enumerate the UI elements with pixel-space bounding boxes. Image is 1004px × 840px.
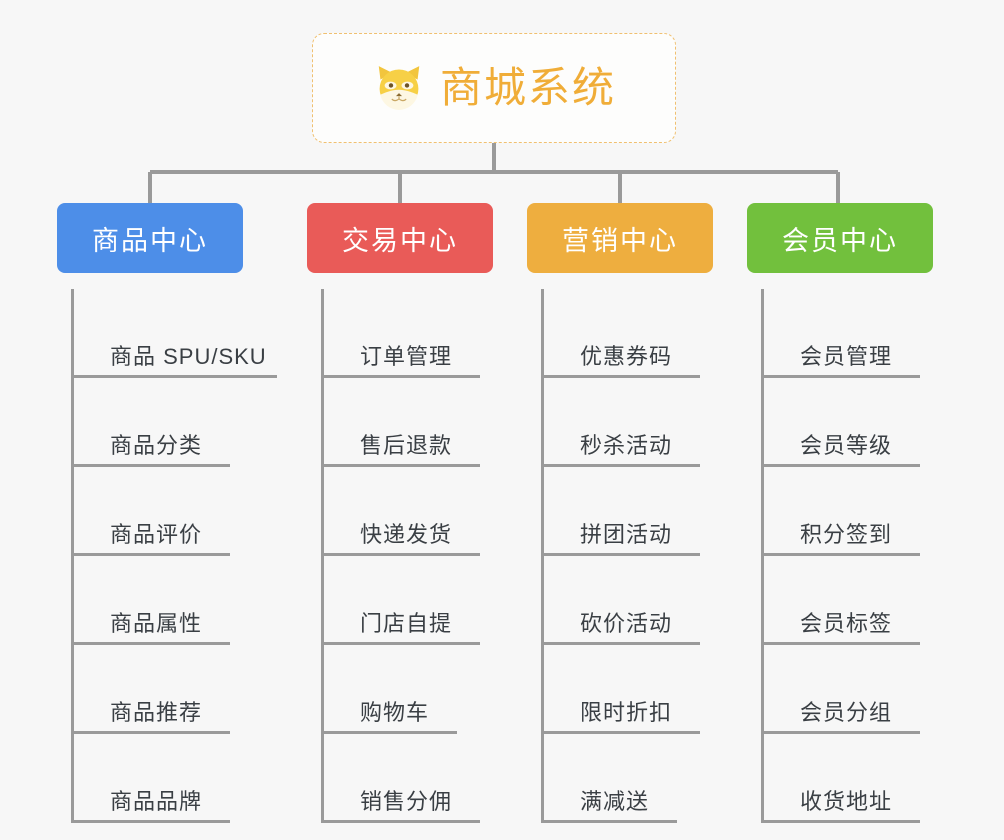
leaf-list-marketing: 优惠券码 秒杀活动 拼团活动 砍价活动 限时折扣 满减送 — [541, 289, 727, 823]
leaf-label: 优惠券码 — [544, 344, 701, 378]
list-item[interactable]: 优惠券码 — [544, 289, 727, 378]
list-item[interactable]: 限时折扣 — [544, 645, 727, 734]
list-item[interactable]: 收货地址 — [764, 734, 947, 823]
leaf-label: 会员管理 — [764, 344, 921, 378]
category-label-product: 商品中心 — [92, 225, 208, 256]
leaf-label: 门店自提 — [324, 611, 481, 645]
leaf-label: 砍价活动 — [544, 611, 701, 645]
category-column-member: 会员中心 会员管理 会员等级 积分签到 会员标签 会员分组 收货地址 — [747, 203, 947, 823]
category-column-marketing: 营销中心 优惠券码 秒杀活动 拼团活动 砍价活动 限时折扣 满减送 — [527, 203, 727, 823]
category-column-trade: 交易中心 订单管理 售后退款 快递发货 门店自提 购物车 销售分佣 — [307, 203, 507, 823]
root-node-shop-system[interactable]: 商城系统 — [312, 33, 676, 143]
category-column-product: 商品中心 商品 SPU/SKU 商品分类 商品评价 商品属性 商品推荐 商品品牌 — [57, 203, 277, 823]
list-item[interactable]: 拼团活动 — [544, 467, 727, 556]
category-box-product[interactable]: 商品中心 — [57, 203, 243, 273]
list-item[interactable]: 销售分佣 — [324, 734, 507, 823]
leaf-label: 售后退款 — [324, 433, 481, 467]
leaf-list-product: 商品 SPU/SKU 商品分类 商品评价 商品属性 商品推荐 商品品牌 — [71, 289, 277, 823]
leaf-label: 商品评价 — [74, 522, 231, 556]
list-item[interactable]: 商品评价 — [74, 467, 257, 556]
leaf-list-member: 会员管理 会员等级 积分签到 会员标签 会员分组 收货地址 — [761, 289, 947, 823]
list-item[interactable]: 会员管理 — [764, 289, 947, 378]
list-item[interactable]: 秒杀活动 — [544, 378, 727, 467]
leaf-label: 满减送 — [544, 789, 678, 823]
root-node-label: 商城系统 — [439, 64, 616, 111]
list-item[interactable]: 会员标签 — [764, 556, 947, 645]
list-item[interactable]: 积分签到 — [764, 467, 947, 556]
leaf-label: 拼团活动 — [544, 522, 701, 556]
leaf-label: 限时折扣 — [544, 700, 701, 734]
leaf-label: 商品 SPU/SKU — [74, 344, 277, 378]
list-item[interactable]: 商品品牌 — [74, 734, 257, 823]
leaf-label: 积分签到 — [764, 522, 921, 556]
category-box-marketing[interactable]: 营销中心 — [527, 203, 713, 273]
leaf-label: 会员标签 — [764, 611, 921, 645]
leaf-label: 快递发货 — [324, 522, 481, 556]
leaf-label: 会员等级 — [764, 433, 921, 467]
list-item[interactable]: 商品分类 — [74, 378, 257, 467]
list-item[interactable]: 商品 SPU/SKU — [74, 289, 277, 378]
list-item[interactable]: 快递发货 — [324, 467, 507, 556]
category-label-marketing: 营销中心 — [562, 225, 678, 256]
leaf-label: 商品分类 — [74, 433, 231, 467]
category-label-member: 会员中心 — [782, 225, 898, 256]
category-box-member[interactable]: 会员中心 — [747, 203, 933, 273]
leaf-label: 商品属性 — [74, 611, 231, 645]
leaf-label: 收货地址 — [764, 789, 921, 823]
list-item[interactable]: 商品属性 — [74, 556, 257, 645]
leaf-label: 销售分佣 — [324, 789, 481, 823]
list-item[interactable]: 购物车 — [324, 645, 507, 734]
leaf-label: 购物车 — [324, 700, 458, 734]
category-label-trade: 交易中心 — [342, 225, 458, 256]
list-item[interactable]: 会员等级 — [764, 378, 947, 467]
shiba-dog-face-icon — [378, 66, 420, 110]
list-item[interactable]: 满减送 — [544, 734, 727, 823]
leaf-label: 商品品牌 — [74, 789, 231, 823]
list-item[interactable]: 售后退款 — [324, 378, 507, 467]
list-item[interactable]: 会员分组 — [764, 645, 947, 734]
leaf-label: 会员分组 — [764, 700, 921, 734]
leaf-label: 订单管理 — [324, 344, 481, 378]
category-box-trade[interactable]: 交易中心 — [307, 203, 493, 273]
list-item[interactable]: 商品推荐 — [74, 645, 257, 734]
list-item[interactable]: 订单管理 — [324, 289, 507, 378]
leaf-label: 秒杀活动 — [544, 433, 701, 467]
list-item[interactable]: 砍价活动 — [544, 556, 727, 645]
leaf-label: 商品推荐 — [74, 700, 231, 734]
leaf-list-trade: 订单管理 售后退款 快递发货 门店自提 购物车 销售分佣 — [321, 289, 507, 823]
list-item[interactable]: 门店自提 — [324, 556, 507, 645]
